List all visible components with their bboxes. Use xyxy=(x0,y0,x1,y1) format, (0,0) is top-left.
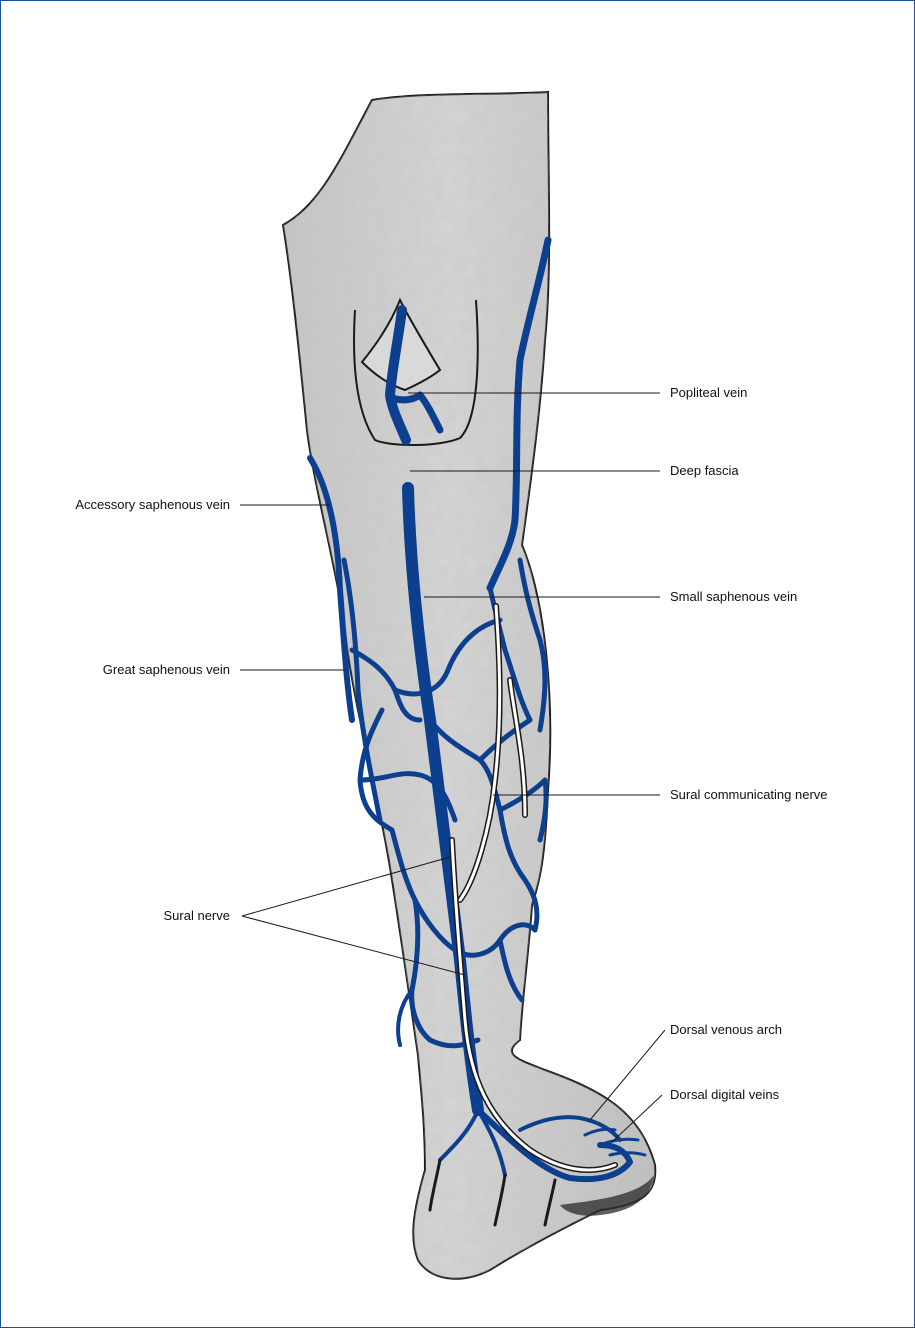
label-small-saphenous-vein: Small saphenous vein xyxy=(670,589,797,604)
label-sural-nerve: Sural nerve xyxy=(164,908,230,923)
label-dorsal-venous-arch: Dorsal venous arch xyxy=(670,1022,782,1037)
leg-silhouette xyxy=(283,92,655,1279)
leader-dorsal-venous-arch xyxy=(590,1030,665,1120)
label-deep-fascia: Deep fascia xyxy=(670,463,739,478)
label-popliteal-vein: Popliteal vein xyxy=(670,385,747,400)
label-dorsal-digital-veins: Dorsal digital veins xyxy=(670,1087,780,1102)
label-great-saphenous-vein: Great saphenous vein xyxy=(103,662,230,677)
label-sural-communicating-nerve: Sural communicating nerve xyxy=(670,787,828,802)
label-accessory-saphenous-vein: Accessory saphenous vein xyxy=(75,497,230,512)
